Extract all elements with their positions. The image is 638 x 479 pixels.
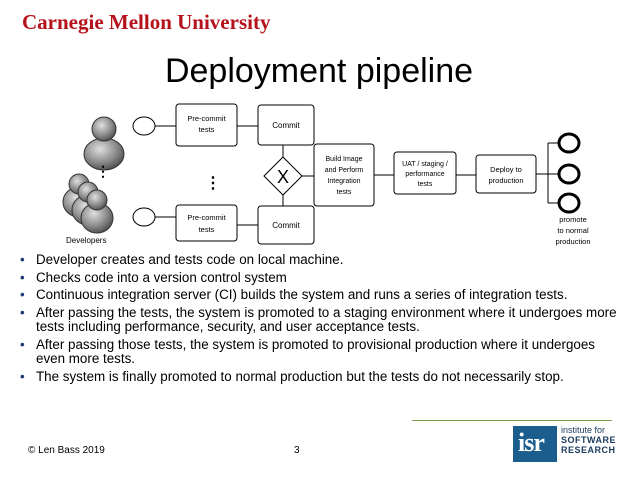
isr-line3: RESEARCH [561, 445, 616, 455]
pipeline-diagram: ⋮ Developers Pre-commit tests Pre-commit… [62, 103, 591, 246]
promote-line3: production [555, 237, 590, 246]
bullet-item: After passing those tests, the system is… [20, 337, 620, 367]
end-event-2 [557, 163, 581, 185]
commit-top-box [257, 104, 315, 146]
build-line3: Integration [327, 178, 360, 185]
footer-divider [412, 420, 612, 421]
promote-line1: promote [559, 215, 587, 224]
deploy-box [475, 154, 537, 194]
end-event-1 [557, 132, 581, 154]
end-event-3 [557, 192, 581, 214]
isr-logo-block [513, 426, 557, 462]
build-line1: Build Image [326, 156, 363, 163]
bullet-item: The system is finally promoted to normal… [20, 369, 620, 385]
precommit-bottom-line2: tests [199, 225, 215, 234]
build-line4: tests [337, 189, 352, 196]
vertical-ellipsis-middle: ⋮ [205, 175, 221, 192]
isr-line2: SOFTWARE [561, 435, 616, 445]
developers-label: Developers [66, 236, 106, 245]
precommit-top-line1: Pre-commit [187, 114, 226, 123]
vertical-ellipsis-left: ⋮ [96, 163, 110, 179]
developers-group-icon [62, 173, 114, 234]
commit-top-label: Commit [272, 121, 300, 130]
build-image-box [313, 143, 375, 207]
developer-person-icon [83, 116, 125, 171]
bullet-item: Checks code into a version control syste… [20, 270, 620, 286]
cmu-wordmark: Carnegie Mellon University [22, 10, 271, 34]
page-number: 3 [294, 445, 300, 456]
start-event-top [132, 116, 156, 136]
bullet-item: After passing the tests, the system is p… [20, 305, 620, 335]
start-event-bottom [132, 207, 156, 227]
uat-line3: tests [418, 181, 433, 188]
uat-line1: UAT / staging / [402, 161, 448, 168]
isr-line1: institute for [561, 425, 606, 435]
footer-copyright: © Len Bass 2019 [28, 445, 105, 456]
isr-wordmark: institute for SOFTWARE RESEARCH [561, 425, 616, 455]
precommit-bottom-line1: Pre-commit [187, 213, 226, 222]
commit-bottom-box [257, 205, 315, 245]
uat-line2: performance [405, 171, 444, 178]
isr-logo-mark: isr [518, 428, 545, 457]
bullet-item: Continuous integration server (CI) build… [20, 287, 620, 303]
precommit-top-box [175, 103, 238, 147]
build-line2: and Perform [325, 167, 364, 174]
uat-box [393, 151, 457, 195]
gateway-label: X [277, 167, 289, 187]
deploy-line1: Deploy to [490, 165, 522, 174]
deploy-line2: production [488, 176, 523, 185]
bullet-list: Developer creates and tests code on loca… [20, 252, 620, 387]
promote-line2: to normal [557, 226, 589, 235]
precommit-top-line2: tests [199, 125, 215, 134]
bullet-item: Developer creates and tests code on loca… [20, 252, 620, 268]
slide-title: Deployment pipeline [164, 52, 474, 90]
commit-bottom-label: Commit [272, 221, 300, 230]
exclusive-gateway [263, 156, 303, 196]
precommit-bottom-box [175, 204, 238, 242]
